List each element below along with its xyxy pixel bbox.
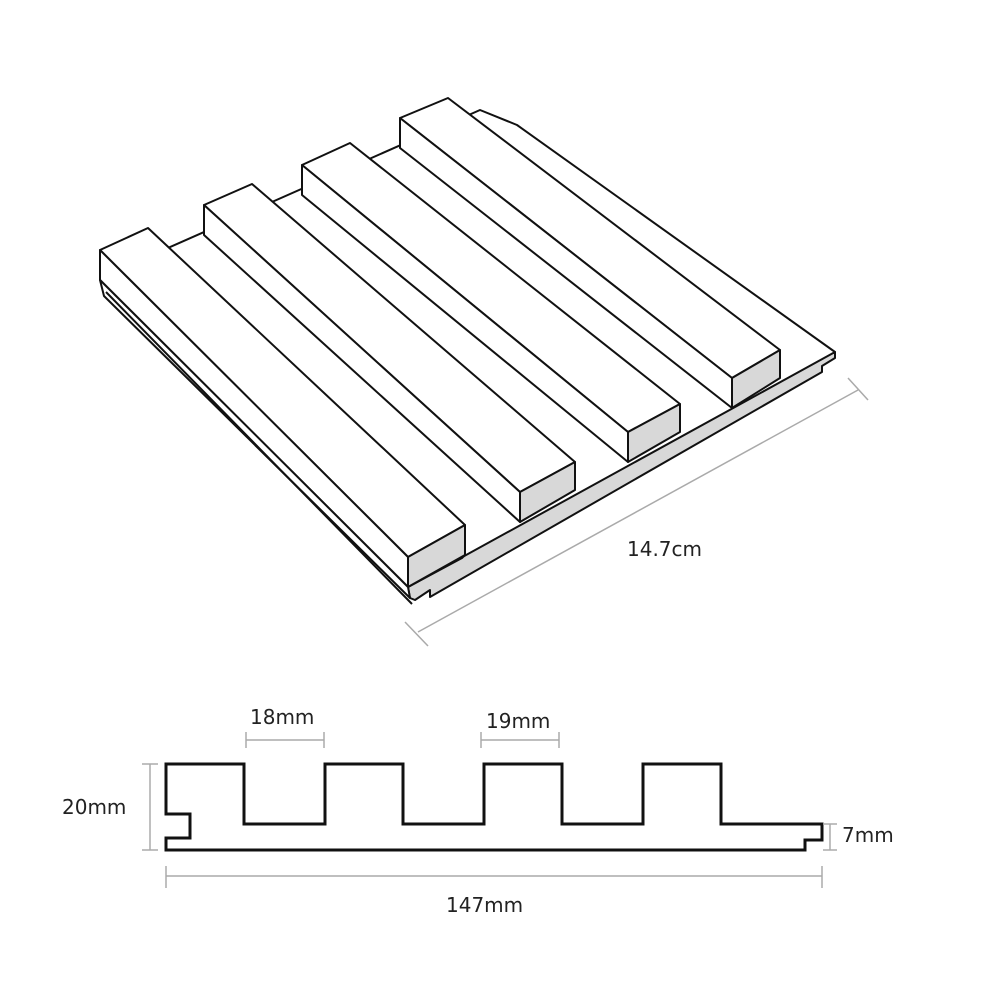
isometric-panel	[99, 97, 836, 605]
gap-width-label: 19mm	[486, 709, 550, 733]
length-dimension	[404, 377, 869, 647]
panel-bottom-strip	[99, 279, 411, 599]
height-label: 20mm	[62, 795, 126, 819]
fin-width-label: 18mm	[250, 705, 314, 729]
fin-3-end	[627, 403, 681, 463]
fin-1-end	[407, 524, 466, 588]
panel-groove-line	[105, 291, 413, 605]
length-label: 14.7cm	[627, 537, 702, 561]
fin-2-end	[519, 461, 576, 523]
cross-section-profile	[164, 762, 824, 852]
profile-dimensions	[142, 732, 837, 888]
fin-4-end	[731, 349, 781, 409]
base-thickness-label: 7mm	[842, 823, 894, 847]
total-width-label: 147mm	[446, 893, 523, 917]
